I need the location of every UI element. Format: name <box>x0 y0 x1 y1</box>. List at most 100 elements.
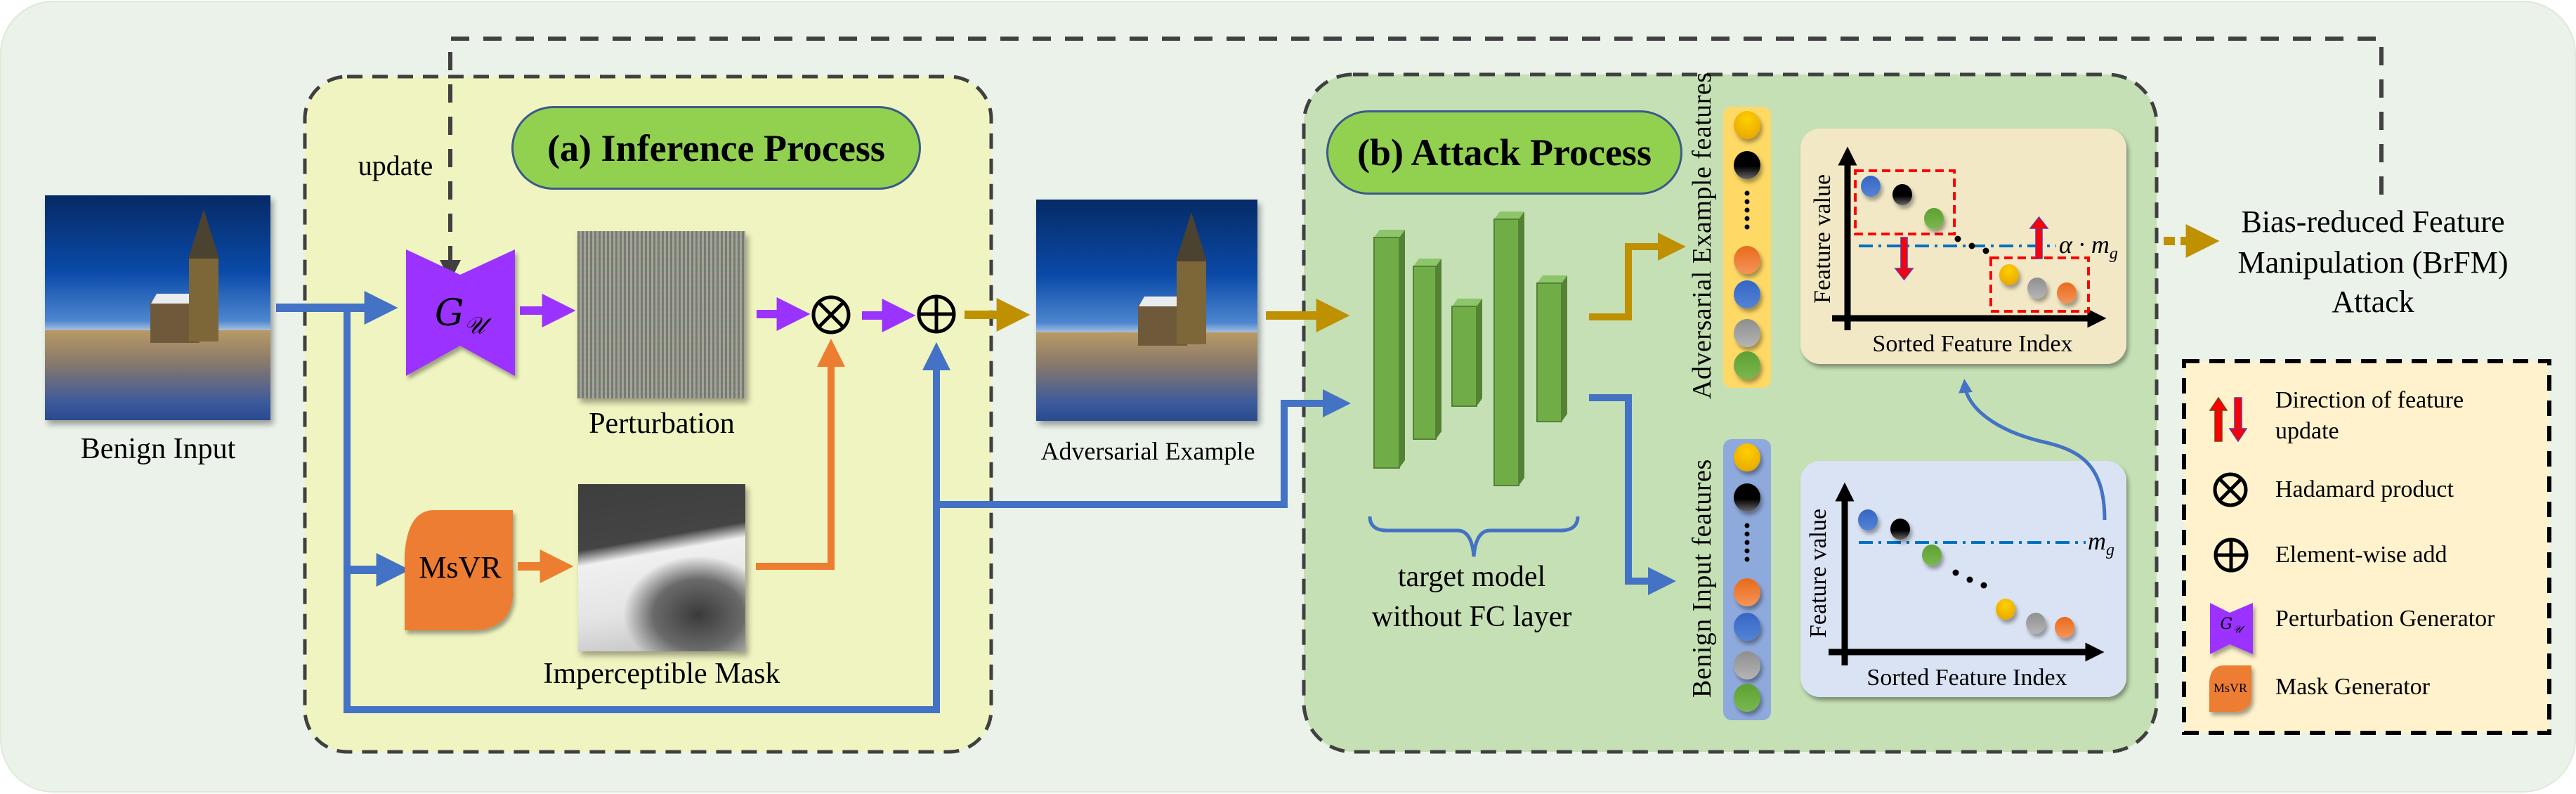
model-to-benign-features-arrow <box>1589 394 1676 595</box>
adv-feature-circles <box>1734 111 1760 379</box>
target-model-label-line1: target model <box>1397 561 1546 593</box>
legend-item-mask-generator: Mask Generator <box>2275 674 2430 700</box>
imperceptible-mask-label: Imperceptible Mask <box>543 658 780 690</box>
chart-ellipsis-dot <box>1968 242 1975 249</box>
chart-point-yellow <box>1996 599 2015 620</box>
output-label-line3: Attack <box>2332 285 2414 319</box>
legend-item-add: Element-wise add <box>2275 542 2447 568</box>
chart-ellipsis-dot <box>1982 247 1989 254</box>
chart-ellipsis-dot <box>1952 569 1959 576</box>
feature-circle-green <box>1734 351 1760 379</box>
target-model <box>1373 211 1567 486</box>
feature-circle-black <box>1734 151 1760 179</box>
ellipsis-dot <box>1744 224 1750 230</box>
adversarial-example-label: Adversarial Example <box>1040 437 1255 465</box>
ellipsis-dot <box>1744 523 1750 528</box>
chart-point-green <box>1922 545 1942 566</box>
attack-process-title: (b) Attack Process <box>1326 110 1682 195</box>
perturbation-image <box>577 231 745 398</box>
benign-input-image <box>45 195 270 420</box>
target-model-label-line2: without FC layer <box>1371 601 1572 633</box>
feature-circle-orange <box>1734 578 1760 606</box>
chart-point-yellow <box>1999 264 2019 285</box>
adv-threshold-label: α · mg <box>2059 230 2118 263</box>
adv-chart-xlabel: Sorted Feature Index <box>1872 331 2073 357</box>
chart-point-black <box>1890 519 1910 540</box>
benign-threshold-label: mg <box>2088 527 2114 560</box>
mask-generator-label: MsVR <box>419 550 502 585</box>
model-to-adv-features-arrow <box>1589 233 1686 320</box>
legend-generator-label: G𝒰 <box>2220 616 2242 636</box>
input-branch-line <box>344 308 950 713</box>
chart-point-orange <box>2055 617 2074 638</box>
feature-circle-yellow <box>1734 443 1760 471</box>
legend-item-direction: Direction of feature update <box>2275 387 2464 444</box>
ellipsis-dot <box>1744 531 1750 537</box>
benign-feature-circles <box>1734 443 1760 712</box>
chart-point-orange <box>2057 282 2077 304</box>
chart-point-gray <box>2026 613 2046 634</box>
chart-point-black <box>1892 184 1912 205</box>
up-down-arrows-icon <box>2209 396 2248 443</box>
chart-ellipsis-dot <box>1966 576 1973 583</box>
model-layer <box>1451 299 1482 407</box>
legend-mask-label: MsVR <box>2213 681 2248 695</box>
legend-item-hadamard: Hadamard product <box>2275 476 2454 502</box>
legend-hadamard-icon <box>2213 472 2248 507</box>
mask-generator-shape <box>405 510 513 630</box>
chart-ellipsis-dot <box>1954 235 1961 242</box>
chart-point-green <box>1924 208 1944 229</box>
hadamard-product-icon <box>811 295 851 334</box>
ellipsis-dot <box>1744 540 1750 545</box>
benign-to-model-arrow <box>936 389 1351 508</box>
legend-mask-shape <box>2209 665 2251 712</box>
ellipsis-dot <box>1744 190 1750 196</box>
element-wise-add-icon <box>917 294 956 334</box>
legend-add-icon <box>2214 538 2249 573</box>
inference-process-title: (a) Inference Process <box>511 106 921 190</box>
down-arrow-icon <box>1894 237 1914 281</box>
benign-chart-xlabel: Sorted Feature Index <box>1866 665 2067 691</box>
update-feedback-line <box>440 37 2384 281</box>
mask-to-hadamard-arrow <box>756 339 845 570</box>
ellipsis-dot <box>1744 207 1750 213</box>
model-brace <box>1368 516 1580 557</box>
model-layer <box>1413 259 1441 440</box>
model-layer <box>1373 230 1405 469</box>
benign-features-label: Benign Input features <box>1687 459 1717 698</box>
model-layer <box>1536 275 1567 422</box>
adv-chart-ylabel: Feature value <box>1810 174 1836 304</box>
ellipsis-dot <box>1744 557 1750 562</box>
ellipsis-dot <box>1744 199 1750 204</box>
mean-transfer-arrow <box>1959 379 2107 521</box>
generator-label: G𝒰 <box>434 292 486 340</box>
benign-chart-panel <box>1800 461 2126 697</box>
feature-circle-gray <box>1734 319 1760 347</box>
feature-circle-green <box>1734 684 1760 712</box>
ellipsis-dot <box>1744 216 1750 221</box>
chart-ellipsis-dot <box>1980 582 1987 589</box>
output-label-line2: Manipulation (BrFM) <box>2237 245 2509 280</box>
imperceptible-mask-image <box>578 484 745 651</box>
chart-point-gray <box>2027 278 2047 299</box>
feature-circle-orange <box>1734 246 1760 274</box>
chart-point-blue <box>1861 176 1881 197</box>
adv-chart-points <box>1861 176 2077 304</box>
feature-circle-blue <box>1734 280 1760 308</box>
adversarial-example-image <box>1036 200 1257 421</box>
model-layer <box>1493 211 1524 486</box>
benign-chart-points <box>1858 509 2074 638</box>
ellipsis-dot <box>1744 548 1750 554</box>
output-label-line1: Bias-reduced Feature <box>2241 204 2505 239</box>
feature-circle-blue <box>1734 613 1760 641</box>
feature-circle-black <box>1734 483 1760 512</box>
benign-input-label: Benign Input <box>80 433 236 465</box>
perturbation-label: Perturbation <box>589 408 735 440</box>
chart-point-blue <box>1858 509 1878 531</box>
adv-low-group-box <box>1989 256 2090 313</box>
adv-features-label: Adversarial Example features <box>1687 72 1717 399</box>
perturbation-generator-shape <box>406 249 515 376</box>
up-arrow-icon <box>2029 216 2049 259</box>
